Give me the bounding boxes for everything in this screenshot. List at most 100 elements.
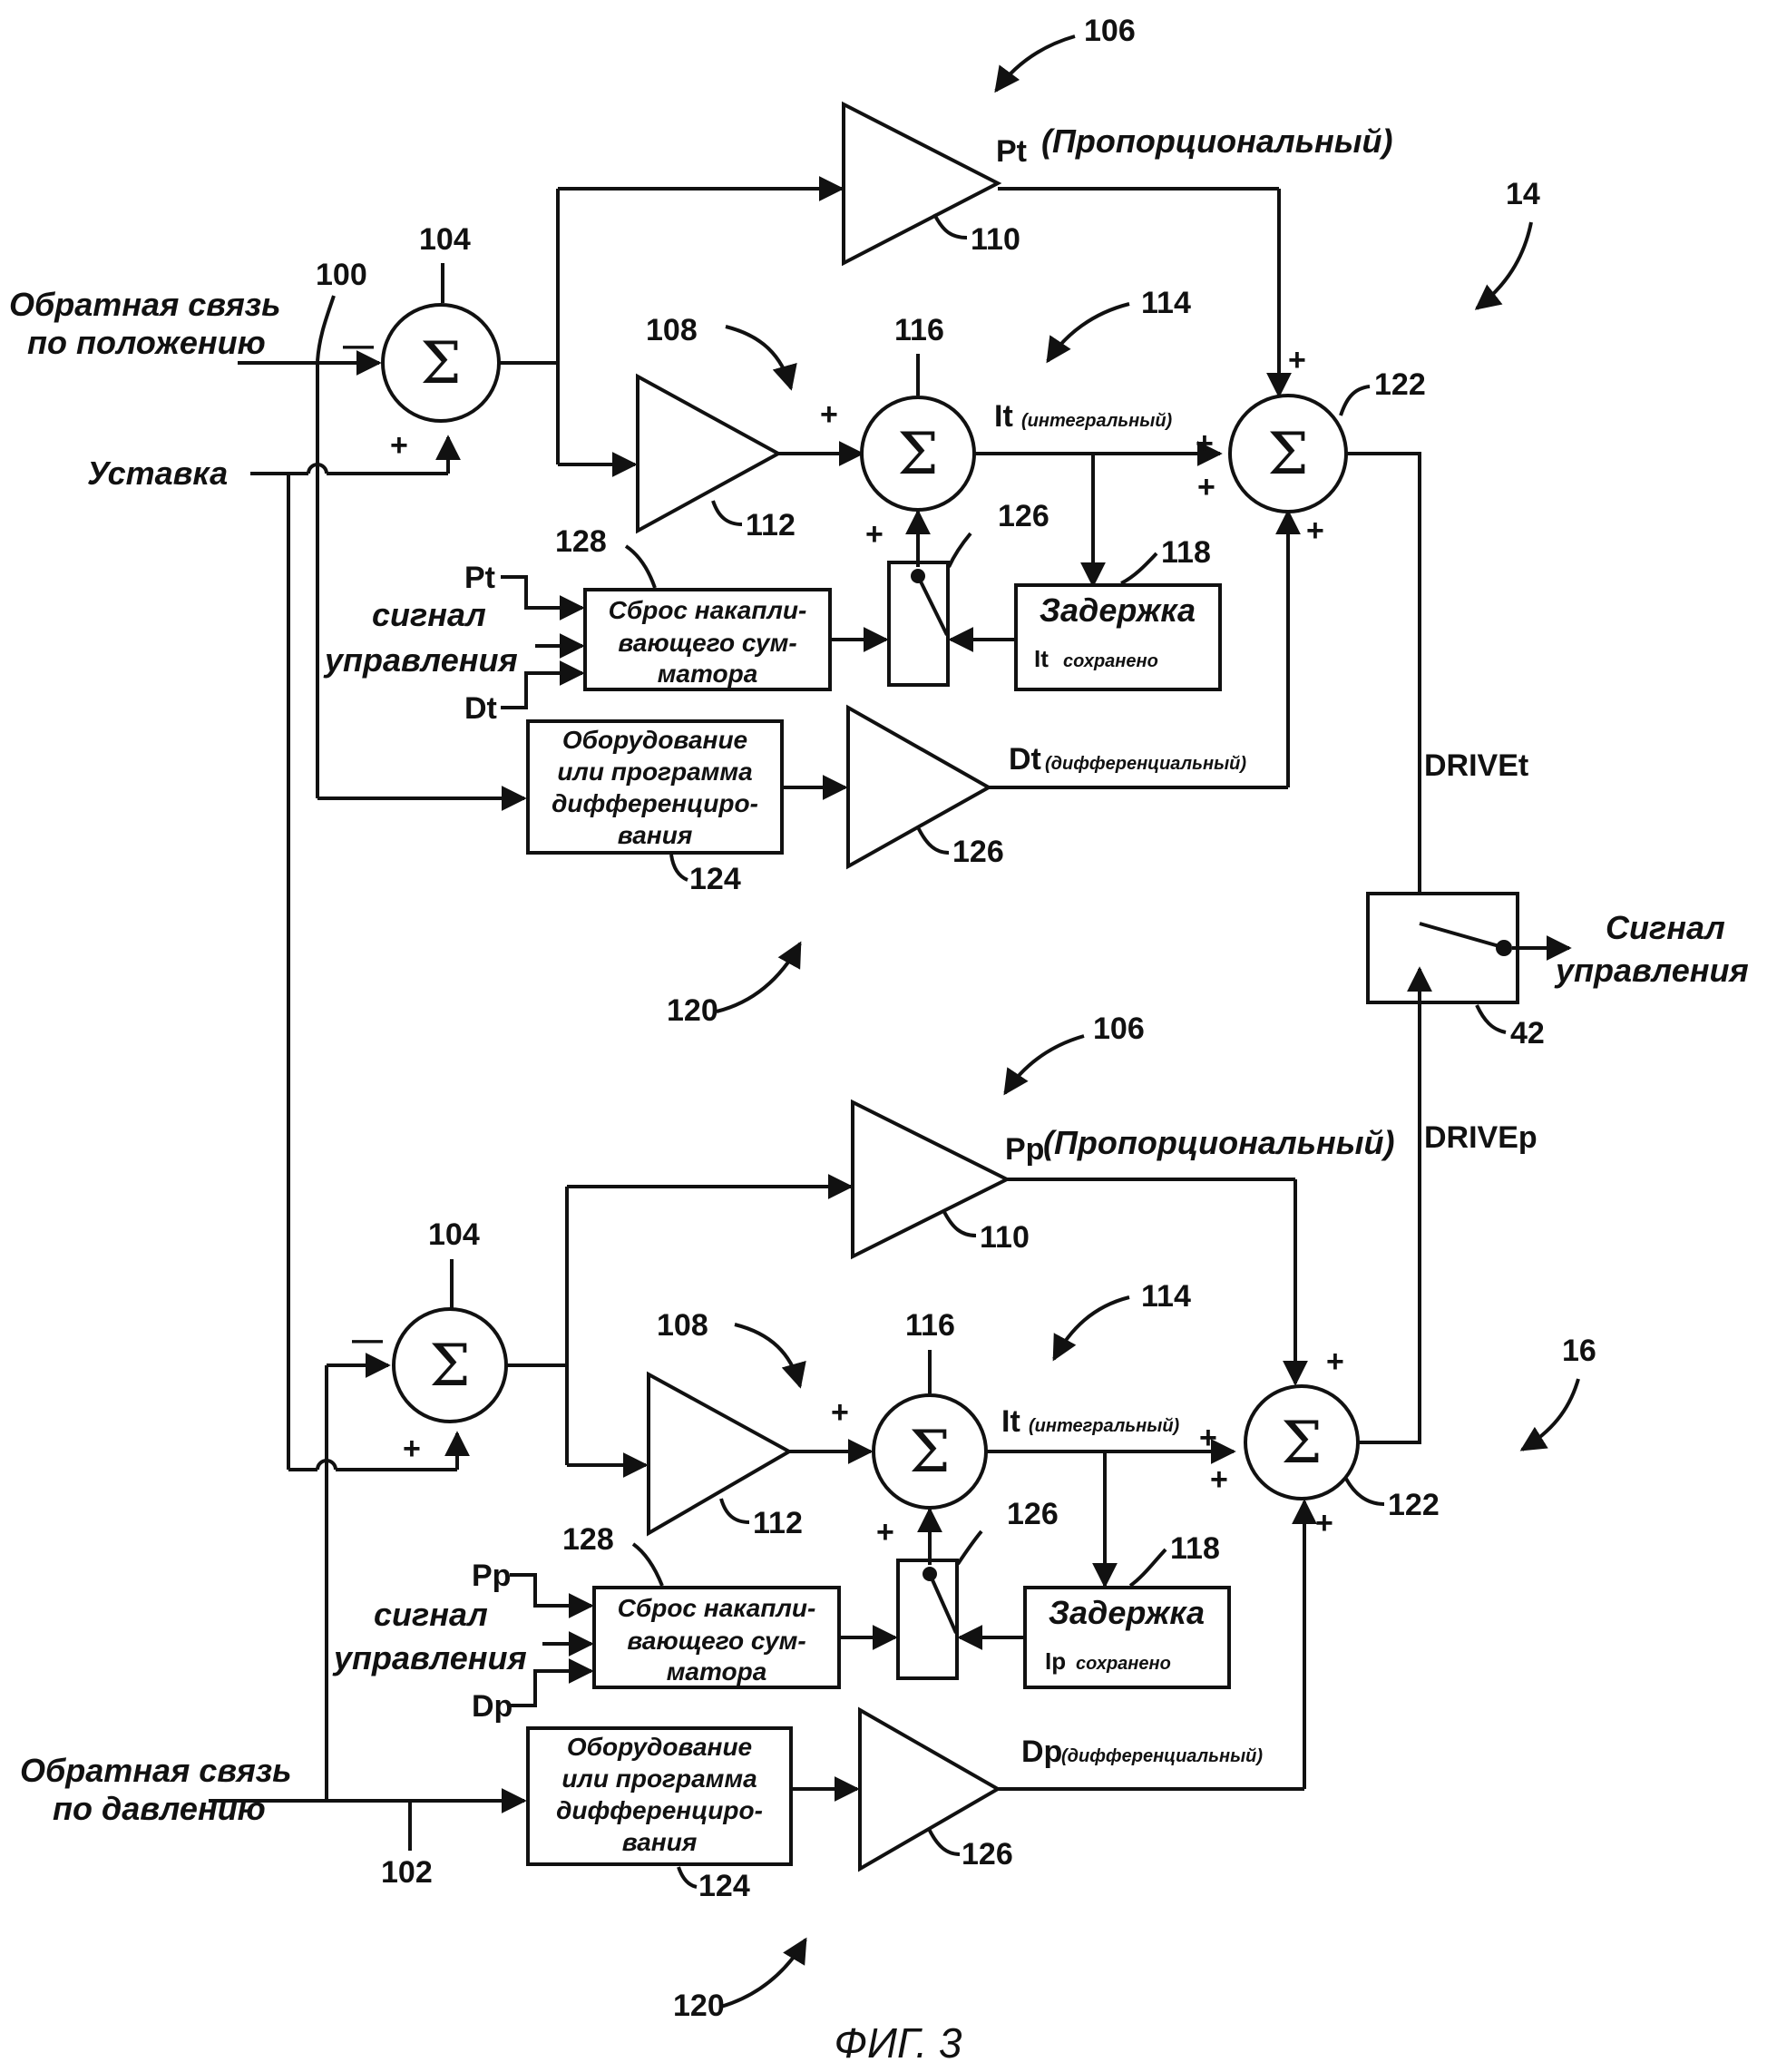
ref-110-leader — [942, 1209, 977, 1237]
plus-sign: + — [831, 1395, 849, 1430]
ref-114-arrow — [1046, 302, 1130, 364]
drive-t-wire — [1346, 452, 1432, 928]
ref-122: 122 — [1374, 367, 1426, 402]
i-description: (интегральный) — [1029, 1416, 1180, 1436]
plus-sign: + — [1288, 343, 1306, 377]
pressure-controller: Σ — + 104 Pp (Пропорциональный) 110 106 … — [332, 1012, 1596, 2023]
ref-42: 42 — [1510, 1016, 1545, 1051]
ref-16: 16 — [1562, 1334, 1596, 1368]
ref-124: 124 — [689, 862, 741, 896]
plus-sign: + — [876, 1515, 894, 1549]
ref-112: 112 — [753, 1506, 803, 1540]
ref-126b: 126 — [952, 835, 1004, 869]
i-description: (интегральный) — [1021, 411, 1173, 431]
ref-14-arrow — [1474, 221, 1533, 310]
ref-128-leader — [631, 1542, 664, 1587]
ref-108: 108 — [657, 1308, 708, 1343]
ref-104: 104 — [428, 1217, 480, 1252]
ref-42-leader — [1475, 1004, 1507, 1034]
i-signal: It — [994, 399, 1013, 434]
ref-126a: 126 — [1007, 1497, 1059, 1531]
control-signal-label-2: управления — [1554, 952, 1749, 989]
i-gain-112 — [647, 1371, 794, 1537]
diff-label-3: дифференциро- — [552, 789, 758, 817]
setpoint-label: Уставка — [87, 454, 228, 492]
output-switch-arm — [1419, 922, 1503, 949]
ref-16-arrow — [1519, 1378, 1580, 1451]
delay-signal: It — [1034, 645, 1049, 672]
switch-arm — [916, 575, 949, 636]
ref-108-arrow — [725, 325, 797, 391]
plus-sign: + — [1196, 426, 1214, 461]
ref-122-leader — [1344, 1478, 1385, 1506]
sigma-symbol: Σ — [897, 421, 938, 488]
ref-106-arrow — [994, 34, 1076, 93]
ref-126b-leader — [916, 826, 950, 855]
i-signal: It — [1001, 1404, 1020, 1439]
ref-114: 114 — [1141, 286, 1191, 320]
reset-in-p-wire — [510, 1573, 594, 1618]
plus-sign: + — [403, 1432, 421, 1466]
diff-label-3: дифференциро- — [556, 1796, 763, 1824]
ref-110-leader — [932, 213, 968, 239]
position-controller: Σ — + 104 Pt (Пропорциональный) 110 106 … — [323, 14, 1540, 1028]
output-switch-42 — [1366, 892, 1519, 1004]
plus-sign: + — [865, 517, 884, 552]
setpoint-wire — [250, 435, 470, 1471]
ref-124-leader — [669, 854, 688, 882]
ref-14: 14 — [1506, 177, 1540, 211]
drive-p-wire — [1358, 966, 1432, 1444]
diff-label-4: вания — [618, 821, 693, 849]
position-feedback-label-1: Обратная связь — [9, 286, 281, 323]
d-description: (дифференциальный) — [1045, 754, 1246, 774]
reset-label-3: матора — [658, 660, 758, 688]
reset-input-p: Pp — [472, 1559, 511, 1593]
ref-112: 112 — [746, 508, 796, 542]
reset-label-1: Сброс накапли- — [618, 1594, 816, 1622]
ref-124: 124 — [698, 1869, 750, 1903]
ref-126b-leader — [927, 1828, 961, 1856]
delay-label: Задержка — [1040, 591, 1196, 629]
ref-102: 102 — [381, 1855, 433, 1890]
drive-p-label: DRIVEp — [1424, 1120, 1538, 1155]
ref-126-leader — [947, 532, 972, 568]
output-summer-122 — [1244, 1384, 1360, 1500]
sigma-symbol: Σ — [1281, 1410, 1322, 1477]
minus-sign: — — [352, 1323, 383, 1357]
switch-pivot — [1496, 940, 1512, 956]
reset-label-2: вающего сум- — [627, 1627, 805, 1655]
drive-t-label: DRIVEt — [1424, 748, 1528, 783]
position-feedback-wire — [238, 350, 527, 811]
position-feedback-label-2: по положению — [27, 324, 266, 361]
ref-124-leader — [677, 1866, 698, 1889]
plus-sign: + — [390, 428, 408, 463]
reset-in-d-wire — [510, 1658, 594, 1707]
ref-116: 116 — [905, 1308, 955, 1343]
delay-stored: сохранено — [1076, 1654, 1171, 1674]
d-signal: Dp — [1021, 1735, 1062, 1769]
p-description: (Пропорциональный) — [1043, 1124, 1395, 1161]
ref-100: 100 — [316, 258, 367, 292]
ref-120: 120 — [667, 993, 718, 1028]
ref-126-leader — [956, 1530, 983, 1566]
ref-100-leader — [316, 295, 336, 362]
sigma-symbol: Σ — [420, 330, 461, 397]
ref-106-arrow — [1003, 1034, 1085, 1096]
d-gain-126 — [846, 704, 993, 870]
ctrl-signal-label-2: управления — [332, 1639, 527, 1676]
ref-122-leader — [1339, 385, 1371, 416]
p-gain-110 — [851, 1099, 1011, 1260]
ref-110: 110 — [971, 222, 1020, 257]
ref-106: 106 — [1084, 14, 1136, 48]
ref-122: 122 — [1388, 1488, 1440, 1522]
reset-label-2: вающего сум- — [618, 629, 796, 657]
plus-sign: + — [1199, 1421, 1217, 1455]
ctrl-signal-label-2: управления — [323, 641, 518, 679]
ref-128: 128 — [562, 1522, 614, 1557]
delay-stored: сохранено — [1063, 651, 1158, 671]
minus-sign: — — [343, 328, 374, 363]
accumulator-reset-128 — [583, 588, 832, 691]
ctrl-signal-label-1: сигнал — [374, 1596, 488, 1633]
ref-106: 106 — [1093, 1012, 1145, 1046]
